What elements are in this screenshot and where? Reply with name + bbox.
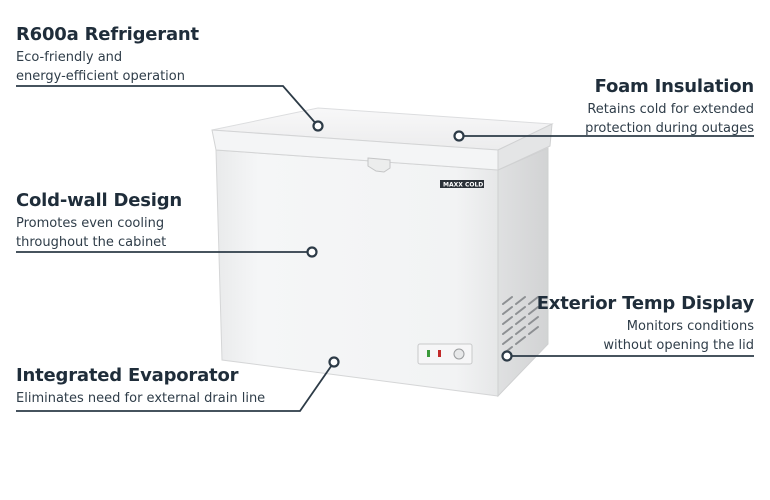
lid-handle	[367, 157, 391, 173]
callout-description-tempdisplay: Monitors conditions without opening the …	[514, 317, 754, 355]
freezer-side-face	[497, 147, 549, 398]
marker-evaporator	[328, 356, 340, 368]
callout-desc-line2-tempdisplay: without opening the lid	[603, 338, 754, 353]
callout-desc-line1-evaporator: Eliminates need for external drain line	[16, 391, 266, 406]
callout-temp-display: Exterior Temp Display Monitors condition…	[514, 293, 754, 355]
callout-refrigerant: R600a Refrigerant Eco-friendly and energ…	[16, 24, 256, 86]
callout-desc-line2-refrigerant: energy-efficient operation	[16, 69, 185, 84]
callout-description-evaporator: Eliminates need for external drain line	[16, 389, 316, 408]
callout-desc-line2-coldwall: throughout the cabinet	[16, 235, 167, 250]
callout-title-refrigerant: R600a Refrigerant	[16, 24, 199, 45]
callout-desc-line1-tempdisplay: Monitors conditions	[626, 319, 754, 334]
marker-refrigerant	[312, 120, 324, 132]
thermostat-dial	[453, 348, 465, 360]
callout-desc-line1-coldwall: Promotes even cooling	[16, 216, 165, 231]
callout-desc-line1-foam: Retains cold for extended	[587, 102, 754, 117]
marker-tempdisplay	[501, 350, 513, 362]
callout-title-foam: Foam Insulation	[594, 76, 755, 97]
callout-desc-line1-refrigerant: Eco-friendly and	[16, 50, 123, 65]
vent-grille	[502, 296, 539, 355]
callout-title-evaporator: Integrated Evaporator	[16, 365, 239, 386]
callout-desc-line2-foam: protection during outages	[585, 121, 754, 136]
green-indicator-light	[427, 350, 430, 357]
marker-foam	[453, 130, 465, 142]
callout-evaporator: Integrated Evaporator Eliminates need fo…	[16, 365, 316, 408]
callout-cold-wall: Cold-wall Design Promotes even cooling t…	[16, 190, 256, 252]
callout-title-coldwall: Cold-wall Design	[16, 190, 183, 211]
leader-line-refrigerant	[16, 85, 319, 127]
callout-description-coldwall: Promotes even cooling throughout the cab…	[16, 214, 256, 252]
brand-label-plate	[440, 180, 484, 188]
callout-description-foam: Retains cold for extended protection dur…	[514, 100, 754, 138]
callout-foam-insulation: Foam Insulation Retains cold for extende…	[514, 76, 754, 138]
marker-coldwall	[306, 246, 318, 258]
callout-description-refrigerant: Eco-friendly and energy-efficient operat…	[16, 48, 256, 86]
leader-line-evaporator	[16, 361, 335, 412]
callout-title-tempdisplay: Exterior Temp Display	[536, 293, 754, 314]
brand-label-text: MAXX COLD	[443, 182, 483, 189]
red-indicator-light	[438, 350, 441, 357]
